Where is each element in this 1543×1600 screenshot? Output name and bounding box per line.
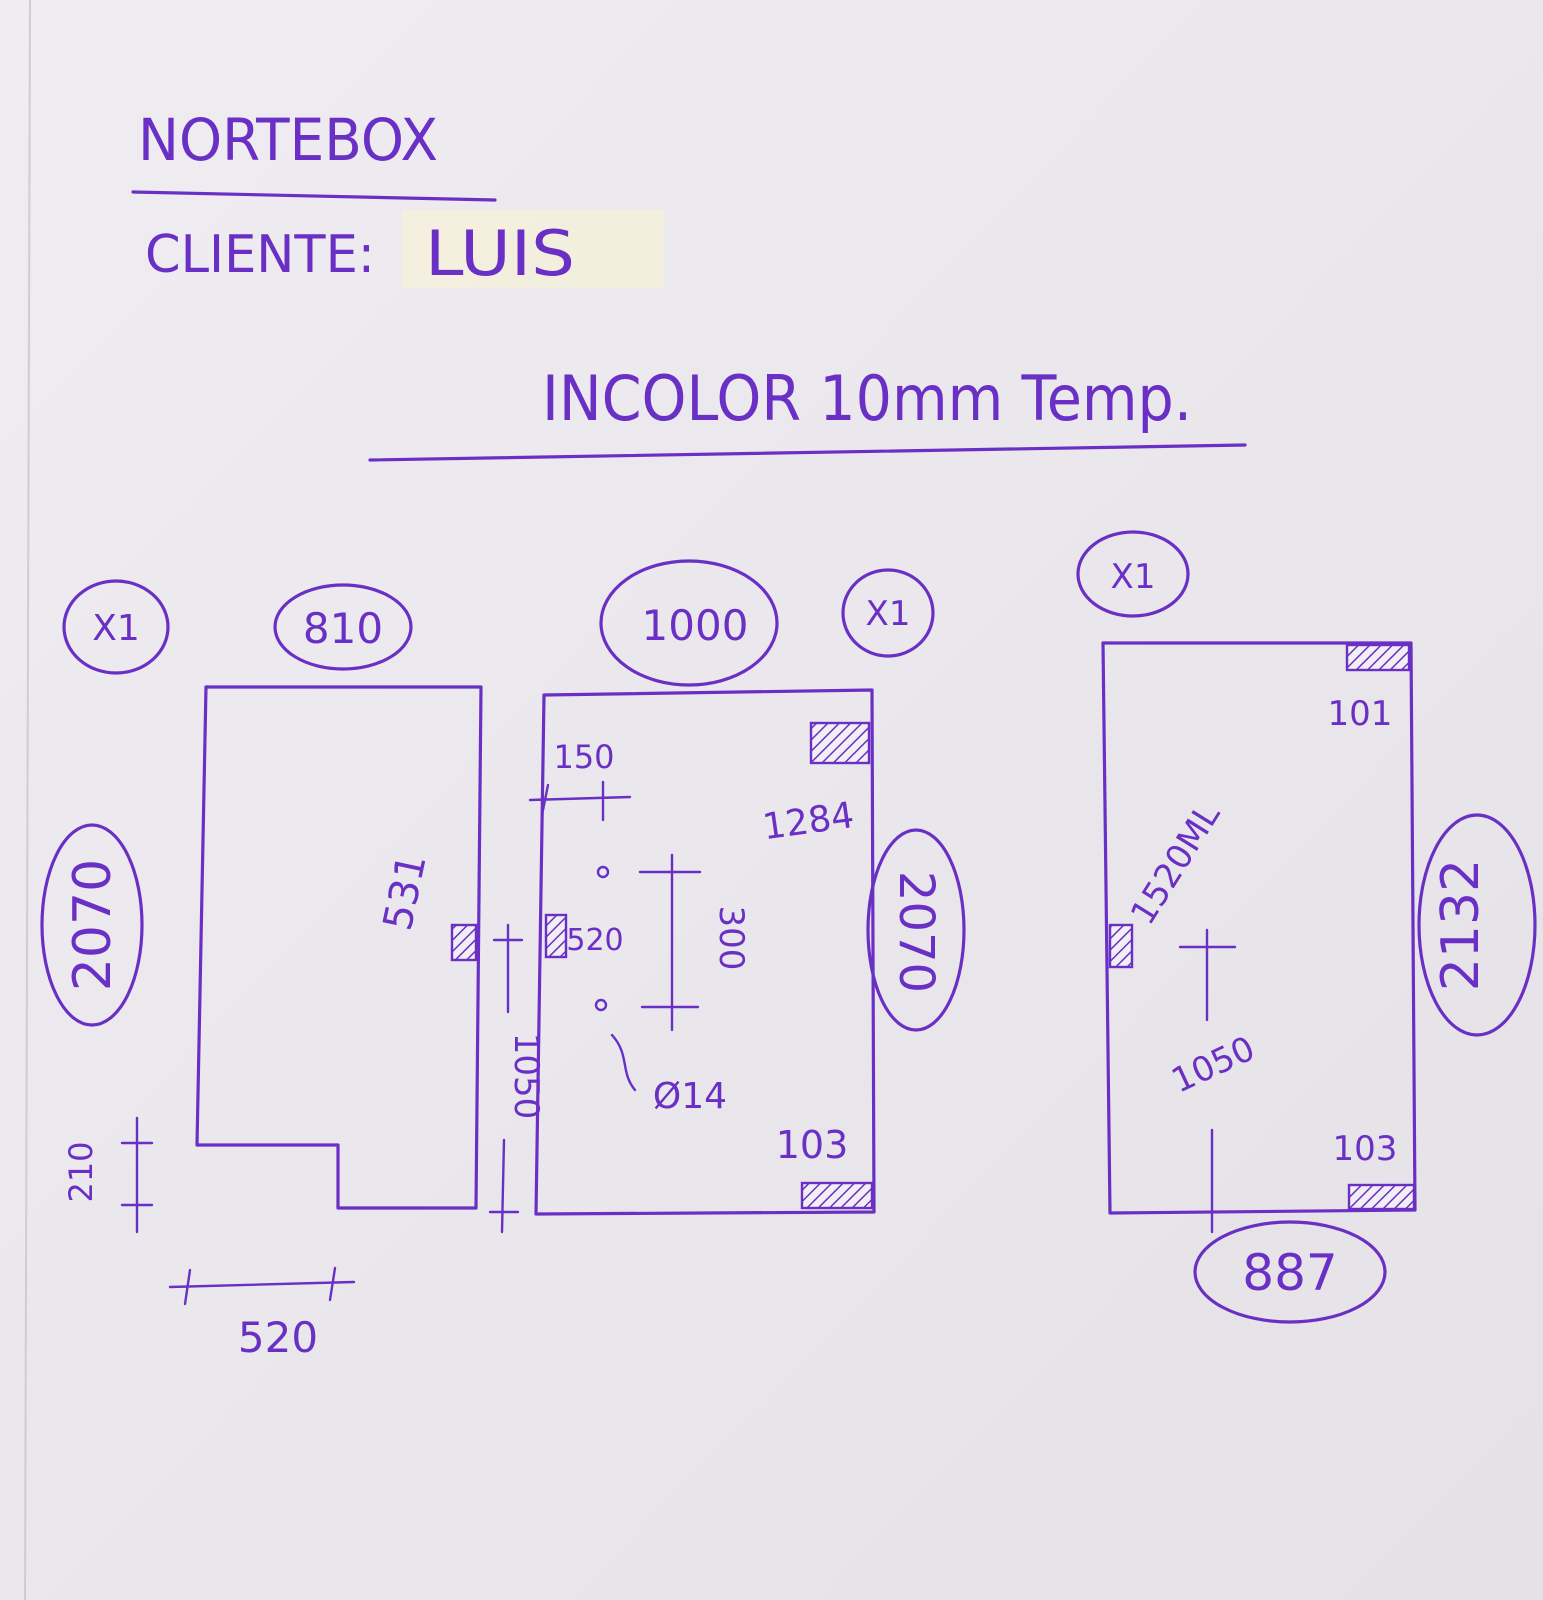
panel-3-quantity: X1 (1111, 557, 1156, 597)
client-name: LUIS (425, 217, 575, 290)
glass-spec-underline (368, 443, 1247, 462)
panel-2-hole-diameter: Ø14 (653, 1076, 727, 1117)
panel-2-hole-bottom (594, 998, 608, 1012)
panel-1-quantity: X1 (92, 608, 140, 649)
panel-1-outline (195, 685, 483, 1210)
company-underline (131, 190, 497, 202)
panel-2-top-hinge-block (809, 721, 871, 765)
panel-2-hole-leader (610, 1033, 637, 1092)
panel-1-notch-width-line (168, 1266, 356, 1306)
panel-3-width: 887 (1242, 1244, 1337, 1302)
panel-3-bottom-hinge-block (1347, 1183, 1416, 1211)
panel-2-edge-offset: 150 (553, 738, 614, 776)
panel-2-handle-block (544, 913, 568, 959)
panel-3-height: 2132 (1431, 859, 1491, 991)
panel-1-width: 810 (303, 604, 383, 653)
panel-1-height: 2070 (63, 859, 123, 991)
panel-1: X1 810 2070 531 210 520 1050 (40, 579, 546, 1362)
panel-1-notch-width: 520 (238, 1313, 318, 1362)
panel-2-width: 1000 (642, 601, 749, 650)
panel-2-hole-top (596, 865, 610, 879)
panel-2-hole-spacing-line (638, 853, 702, 1032)
panel-3-top-hinge-block (1345, 643, 1411, 672)
panel-1-notch-height: 210 (62, 1141, 100, 1202)
panel-2-bottom-hinge-block (800, 1181, 874, 1210)
panel-1-handle-height-line (488, 923, 524, 1234)
company-name: NORTEBOX (138, 106, 438, 174)
panel-1-quantity-circle (62, 579, 170, 675)
panel-1-width-circle (273, 583, 413, 671)
panel-2-side-mark: 520 (566, 923, 623, 958)
panel-2-bottom-hinge: 103 (776, 1123, 849, 1167)
panel-1-handle-block (450, 923, 478, 962)
masking-tape (402, 210, 664, 288)
panel-3-handle-cross (1178, 928, 1237, 1022)
panel-2: 1000 X1 1284 103 150 520 300 Ø14 2070 (528, 559, 966, 1216)
panel-3-quantity-circle (1076, 530, 1190, 618)
panel-3-bottom-hinge: 103 (1333, 1129, 1398, 1169)
panel-2-outline (534, 688, 876, 1216)
client-label: CLIENTE: (145, 225, 375, 285)
panel-2-height-circle (866, 828, 966, 1032)
panel-2-width-circle (599, 559, 779, 687)
panel-3-top-hinge: 101 (1328, 694, 1393, 734)
panel-3-height-circle (1417, 813, 1537, 1037)
panel-2-quantity-circle (841, 568, 935, 658)
paper-edge-line (24, 0, 31, 1600)
panel-2-quantity: X1 (866, 594, 911, 634)
panel-2-edge-offset-line (528, 780, 632, 822)
panel-1-height-circle (40, 823, 144, 1027)
panel-2-height: 2070 (888, 871, 944, 993)
glass-spec: INCOLOR 10mm Temp. (542, 362, 1192, 435)
panel-2-hole-spacing: 300 (711, 906, 751, 971)
panel-3-width-circle (1193, 1220, 1387, 1324)
panel-3-handle-block (1108, 923, 1134, 969)
panel-1-notch-height-line (120, 1116, 154, 1234)
